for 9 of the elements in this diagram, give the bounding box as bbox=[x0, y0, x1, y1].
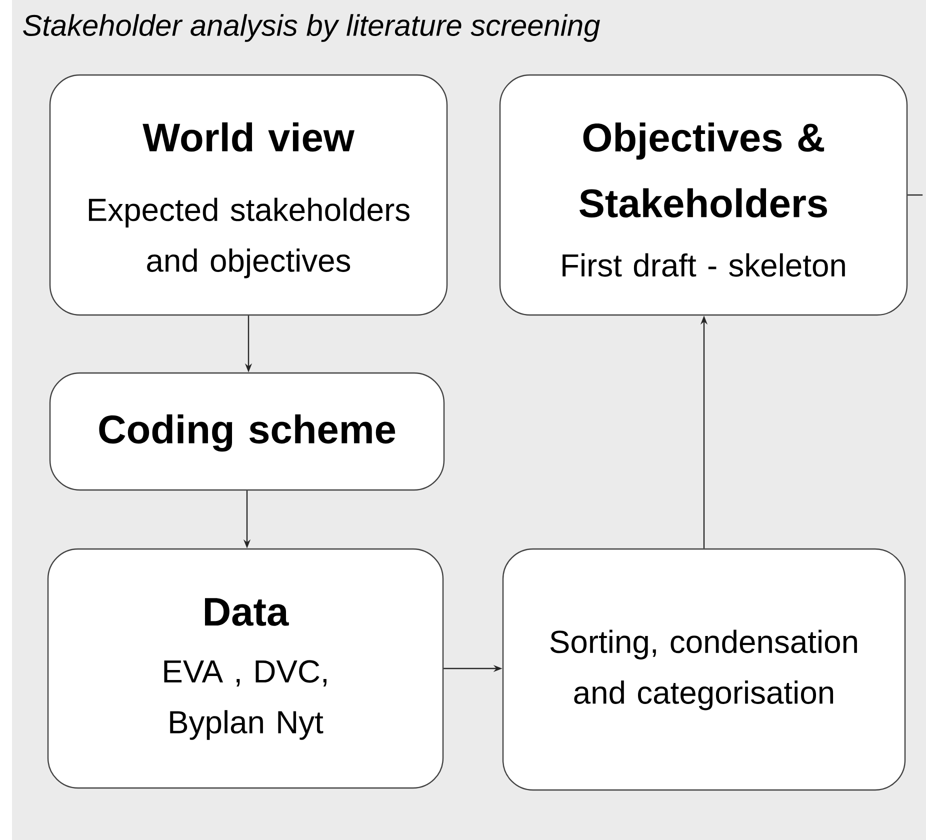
box-heading: Coding scheme bbox=[99, 414, 396, 452]
box-text: First draft - skeleton bbox=[562, 253, 845, 277]
diagram-title: Stakeholder analysis by literature screening bbox=[23, 14, 600, 42]
box-heading: Data bbox=[205, 598, 289, 626]
box-text: Expected stakeholders and objectives bbox=[88, 198, 410, 278]
box-heading: Objectives & Stakeholders bbox=[580, 122, 827, 218]
box-text: EVA , DVC, Byplan Nyt bbox=[164, 660, 326, 740]
box-text: Sorting, condensation and categorisation bbox=[550, 630, 857, 710]
box-heading: World view bbox=[142, 122, 354, 152]
